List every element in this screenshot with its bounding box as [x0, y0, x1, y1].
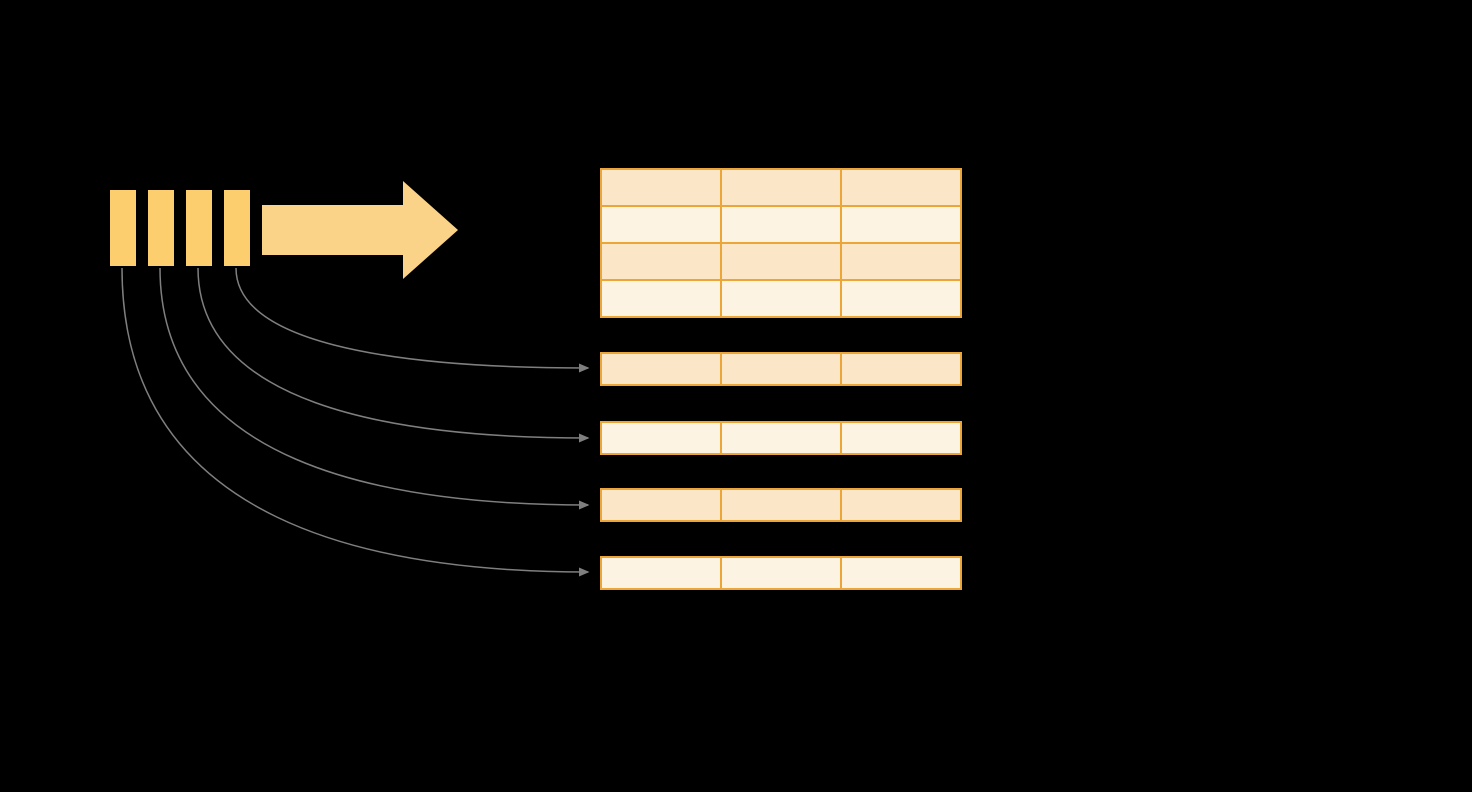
table-cell [602, 170, 720, 205]
table-cell [722, 558, 840, 588]
connector-bar3-to-row2-arrow [197, 267, 590, 443]
table-cell [842, 170, 960, 205]
stream-bar-1 [110, 190, 136, 266]
table-cell [722, 490, 840, 520]
connector-bar1-to-row4-arrow [121, 267, 590, 577]
row-table-3 [600, 488, 962, 522]
table-cell [842, 354, 960, 384]
table-cell [722, 170, 840, 205]
table-cell [842, 281, 960, 316]
table-cell [722, 423, 840, 453]
table-cell [602, 558, 720, 588]
table-cell [722, 281, 840, 316]
table-cell [602, 207, 720, 242]
table-cell [842, 490, 960, 520]
table-cell [842, 244, 960, 279]
stream-bar-3 [186, 190, 212, 266]
table-cell [602, 423, 720, 453]
table-cell [602, 354, 720, 384]
stream-bar-4 [224, 190, 250, 266]
table-cell [602, 244, 720, 279]
table-cell [722, 207, 840, 242]
table-cell [722, 354, 840, 384]
table-cell [722, 244, 840, 279]
row-table-4 [600, 556, 962, 590]
row-table-2 [600, 421, 962, 455]
flow-right-arrow-icon [262, 181, 458, 279]
stream-bar-2 [148, 190, 174, 266]
connector-bar2-to-row3-arrow [159, 267, 590, 510]
row-table-1 [600, 352, 962, 386]
main-table [600, 168, 962, 318]
table-cell [842, 423, 960, 453]
table-cell [602, 490, 720, 520]
table-cell [842, 558, 960, 588]
table-cell [842, 207, 960, 242]
connector-bar4-to-row1-arrow [235, 267, 590, 373]
table-cell [602, 281, 720, 316]
stream-bars-group [110, 190, 250, 266]
